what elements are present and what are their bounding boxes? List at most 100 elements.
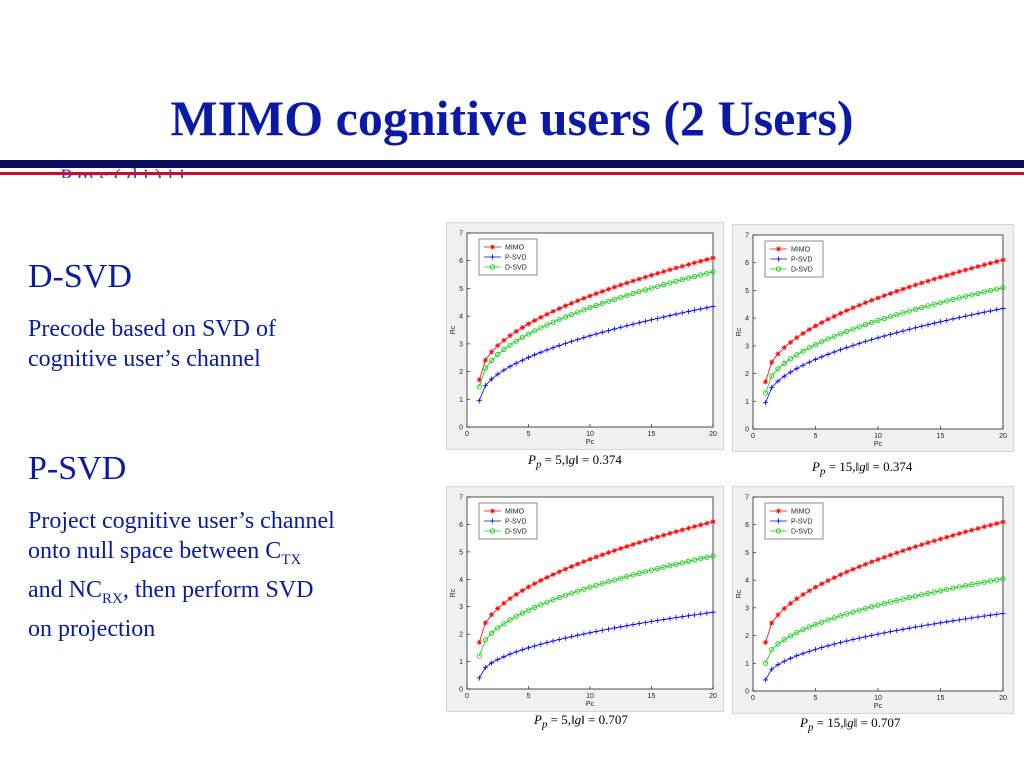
data-point [800,348,806,354]
data-point [642,318,648,324]
x-tick-label: 5 [527,693,531,700]
data-point [1000,610,1006,616]
data-point [987,578,994,584]
data-point [605,328,612,334]
data-point [1000,305,1006,312]
data-point [556,305,562,312]
data-point [912,325,919,331]
data-point [489,376,495,382]
data-point [825,643,831,649]
data-point [887,290,894,297]
data-point [624,292,630,299]
legend-label: MIMO [505,245,525,252]
data-point [698,258,704,264]
data-point [612,625,618,631]
data-point [679,614,685,620]
data-point [875,602,881,608]
data-point [800,591,806,598]
dsvd-heading: D-SVD [28,258,132,295]
data-point [581,295,587,301]
psvd-line-2: onto null space between CTX [28,536,335,575]
y-tick-label: 7 [459,495,463,502]
data-point [825,578,831,584]
y-tick-label: 2 [459,369,463,376]
data-point [794,653,800,659]
data-point [685,613,691,619]
data-point [550,319,556,325]
data-point [856,635,862,641]
data-point [482,382,489,388]
data-point [869,319,875,326]
data-point [636,276,642,282]
x-axis-label: Pc [874,703,883,710]
legend-marker [775,266,782,272]
legend-marker [489,244,496,250]
data-point [919,592,925,598]
legend-label: P-SVD [791,257,812,264]
data-point [825,351,831,357]
data-point [800,362,806,368]
data-point [488,630,495,636]
caption-2-pp: 15 [839,459,853,474]
data-point [661,564,667,570]
data-point [648,317,655,323]
data-point [962,583,969,589]
data-point [710,255,716,261]
data-point [513,360,519,366]
data-point [869,297,875,303]
x-tick-label: 10 [586,431,594,438]
data-point [698,611,704,617]
data-point [775,612,781,618]
data-point [618,324,624,330]
data-point [825,617,831,623]
data-point [599,288,605,295]
data-point [636,289,642,295]
data-point [975,290,981,296]
legend-marker [775,518,782,524]
data-point [593,554,599,560]
y-tick-label: 0 [459,425,463,432]
psvd-line-3: and NCRX, then perform SVD [28,575,335,614]
data-point [975,580,981,586]
data-point [937,588,944,594]
data-point [562,303,568,309]
data-point [831,615,837,621]
data-point [525,331,532,337]
data-point [887,552,894,558]
data-point [969,292,975,298]
data-point [950,618,956,624]
data-point [501,600,507,606]
data-point [912,593,919,599]
data-point [501,367,507,373]
x-tick-label: 5 [814,695,818,702]
caption-3: Pp = 5,‖g‖ = 0.707 [534,712,628,731]
data-point [769,359,775,365]
data-point [532,643,538,649]
data-point [762,660,769,666]
data-point [679,277,685,283]
data-point [762,677,769,683]
data-point [987,287,994,294]
data-point [648,285,655,291]
data-point [532,604,538,610]
data-point [987,308,994,314]
data-point [906,326,912,332]
data-point [489,660,495,666]
x-tick-label: 10 [874,433,882,440]
data-point [769,646,775,653]
data-point [482,365,489,371]
data-point [850,566,856,572]
legend-label: P-SVD [505,255,526,262]
data-point [544,347,550,353]
legend-label: D-SVD [791,529,813,536]
dsvd-line-2: cognitive user’s channel [28,346,261,372]
legend-marker [775,256,782,262]
data-point [862,561,869,567]
data-point [679,263,685,269]
data-point [605,626,612,632]
data-point [685,308,691,315]
y-tick-label: 7 [745,495,749,502]
data-point [769,666,775,672]
